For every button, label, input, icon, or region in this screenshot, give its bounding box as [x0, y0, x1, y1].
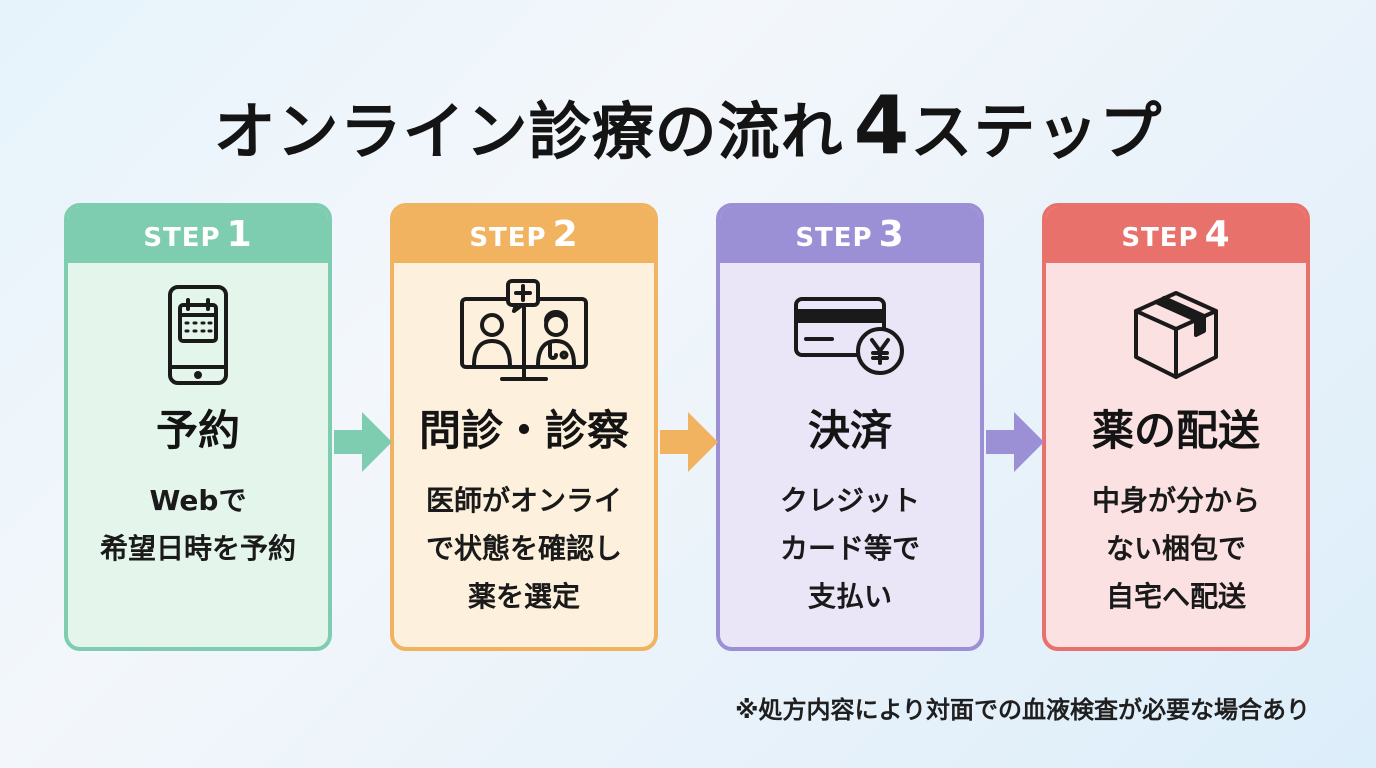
step-label: STEP — [469, 223, 547, 253]
step-description: Webで 希望日時を予約 — [68, 477, 328, 573]
step-label: STEP — [795, 223, 873, 253]
step-title: 問診・診察 — [418, 406, 629, 455]
step-label: STEP — [143, 223, 221, 253]
step-desc-line: 自宅へ配送 — [1105, 580, 1246, 613]
step-desc-line: 薬を選定 — [467, 580, 580, 613]
arrow-right-icon — [660, 412, 718, 472]
step-number: 1 — [226, 214, 253, 255]
step-desc-line: カード等で — [779, 532, 920, 565]
step-label: STEP — [1121, 223, 1199, 253]
step-title: 予約 — [155, 406, 240, 455]
step-desc-line: 医師がオンライ — [425, 484, 622, 517]
title-suffix: ステップ — [910, 95, 1163, 168]
footnote: ※処方内容により対面での血液検査が必要な場合あり — [735, 696, 1310, 724]
arrow-right-icon — [334, 412, 392, 472]
step-desc-line: クレジット — [779, 484, 920, 517]
title-number: 4 — [853, 79, 911, 172]
step-number: 2 — [552, 214, 579, 255]
step-description: 医師がオンライ で状態を確認し 薬を選定 — [394, 477, 654, 621]
step-number: 4 — [1204, 214, 1231, 255]
step-desc-line: 希望日時を予約 — [99, 532, 296, 565]
credit-card-yen-icon — [720, 295, 980, 381]
step-desc-line: 中身が分から — [1091, 484, 1260, 517]
smartphone-calendar-icon — [68, 283, 328, 391]
step-desc-line: 支払い — [807, 580, 892, 613]
step-description: 中身が分から ない梱包で 自宅へ配送 — [1046, 477, 1306, 621]
video-consultation-icon — [394, 279, 654, 391]
step-title: 薬の配送 — [1091, 406, 1260, 455]
step-desc-line: で状態を確認し — [425, 532, 622, 565]
step-desc-line: Webで — [149, 484, 247, 517]
title-main: オンライン診療の流れ — [213, 95, 844, 168]
package-box-icon — [1046, 287, 1306, 387]
arrow-right-icon — [986, 412, 1044, 472]
step-desc-line: ない梱包で — [1105, 532, 1246, 565]
step-description: クレジット カード等で 支払い — [720, 477, 980, 621]
step-number: 3 — [878, 214, 905, 255]
step-title: 決済 — [807, 406, 892, 455]
